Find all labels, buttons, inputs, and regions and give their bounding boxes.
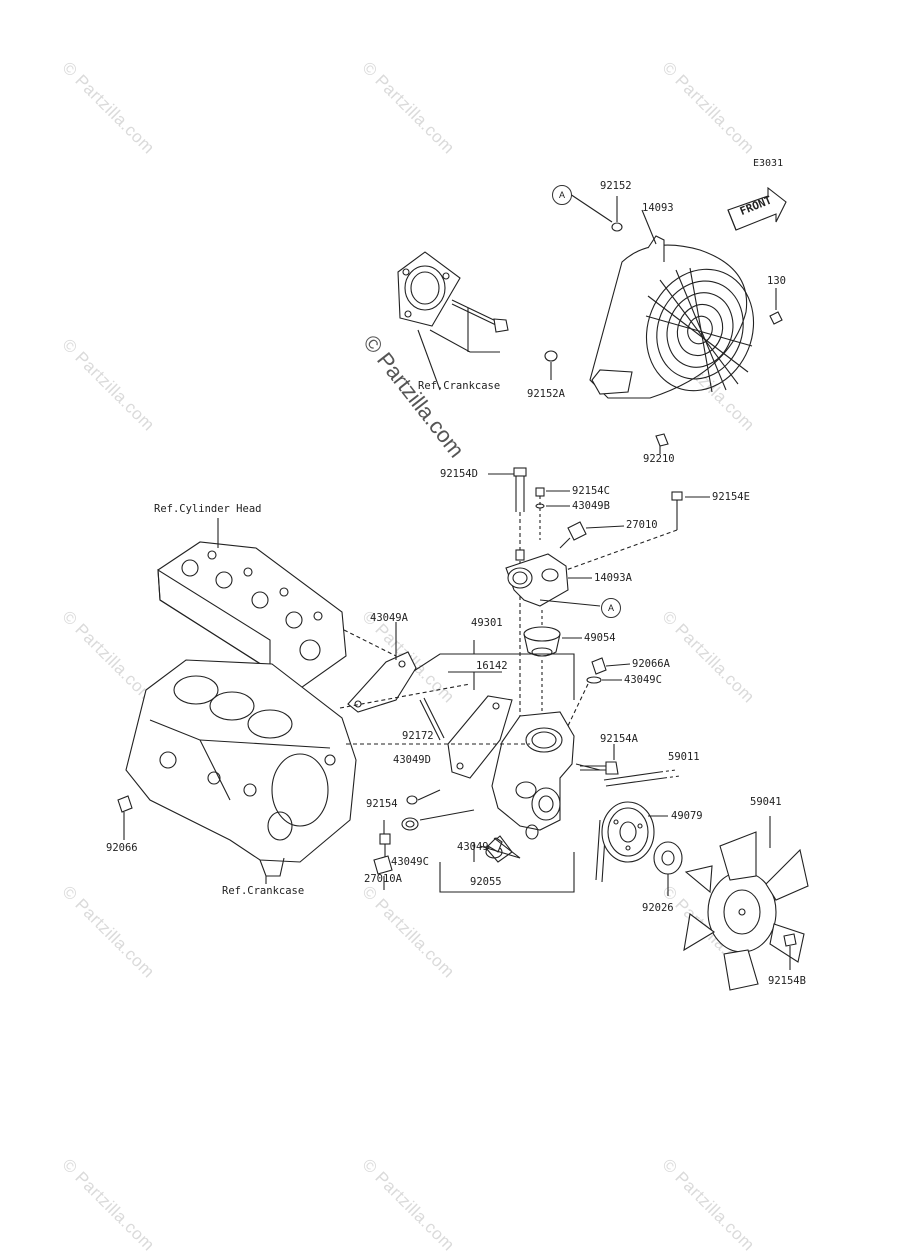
part-label: 92055 <box>470 876 502 888</box>
part-label: 92066A <box>632 658 670 670</box>
part-label: 49054 <box>584 632 616 644</box>
part-label: 92152A <box>527 388 565 400</box>
engine-block <box>125 659 357 877</box>
part-label: 92210 <box>643 453 675 465</box>
part-label: 43049 <box>457 841 489 853</box>
parts-diagram: © Partzilla.com © Partzilla.com © Partzi… <box>59 58 809 1255</box>
diagram-code: E3031 <box>753 158 784 169</box>
part-label: 43049B <box>572 500 610 512</box>
part-label: 130 <box>767 275 786 287</box>
part-label: 49079 <box>671 810 703 822</box>
part-label: 27010 <box>626 519 658 531</box>
part-label: 92154B <box>768 975 806 987</box>
part-label: 43049A <box>370 612 408 624</box>
part-label: 43049D <box>393 754 431 766</box>
gasket-16142 <box>447 695 513 779</box>
part-label: 92154E <box>712 491 750 503</box>
spacer-92026 <box>653 841 683 875</box>
part-label: 92172 <box>402 730 434 742</box>
thermostat-49054 <box>523 626 561 657</box>
bolt-92154a <box>580 761 619 775</box>
part-label: 92154A <box>600 733 638 745</box>
part-label: 92026 <box>642 902 674 914</box>
part-label: 59011 <box>668 751 700 763</box>
diagram-artwork <box>117 186 809 991</box>
pulley-49079 <box>601 801 655 863</box>
cooling-fan-59041 <box>683 831 809 991</box>
part-label: 43049C <box>624 674 662 686</box>
part-label: 14093 <box>642 202 674 214</box>
part-label: 59041 <box>750 796 782 808</box>
gasket-43049a <box>347 651 417 713</box>
fan-shroud <box>589 235 755 399</box>
part-label: 92154D <box>440 468 478 480</box>
part-label: 92154C <box>572 485 610 497</box>
part-label: 27010A <box>364 873 402 885</box>
part-label: 92066 <box>106 842 138 854</box>
front-arrow-icon <box>727 186 787 231</box>
thermostat-housing-14093a <box>505 549 569 607</box>
temperature-sensor-27010 <box>559 521 587 549</box>
bolt-92154d <box>513 467 527 740</box>
fan-shroud-mount-plate <box>397 251 461 327</box>
callout-a-top: A <box>552 185 572 205</box>
part-label: 49301 <box>471 617 503 629</box>
part-label: 14093A <box>594 572 632 584</box>
ref-crankcase-lower: Ref.Crankcase <box>222 885 305 897</box>
part-label: 43049C <box>391 856 429 868</box>
part-label: 92154 <box>366 798 398 810</box>
part-label: 92152 <box>600 180 632 192</box>
part-label: 16142 <box>476 660 508 672</box>
ref-cylinder-head: Ref.Cylinder Head <box>154 503 262 515</box>
ref-crankcase-upper: Ref.Crankcase <box>418 380 501 392</box>
callout-a-mid: A <box>601 598 621 618</box>
